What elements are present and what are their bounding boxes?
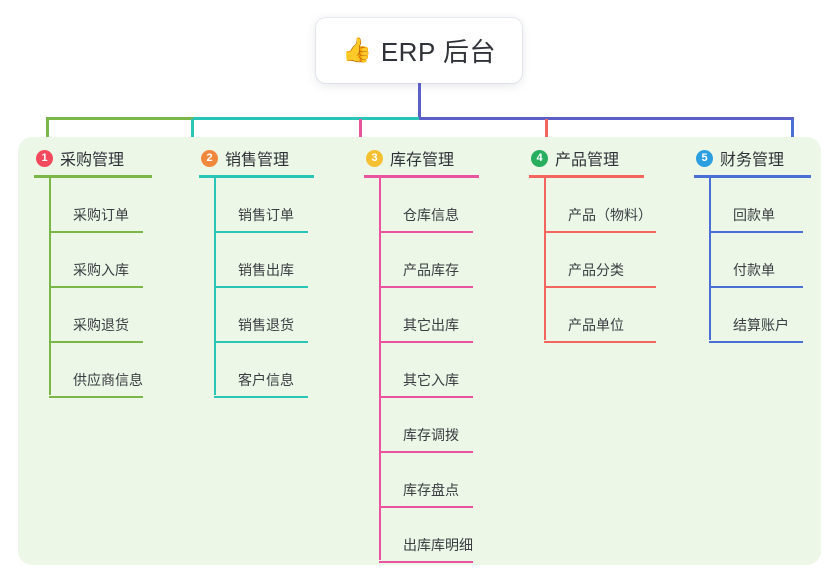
list-item-label: 库存调拨: [403, 427, 459, 443]
column-3: 3 库存管理仓库信息产品库存其它出库其它入库库存调拨库存盘点出库库明细: [357, 146, 479, 563]
branch-drop-3: [359, 119, 362, 144]
column-header-rule-5: [694, 175, 811, 178]
column-1: 1 采购管理采购订单采购入库采购退货供应商信息: [27, 146, 152, 398]
branch-drop-1: [46, 119, 49, 144]
list-item-rule: [379, 506, 473, 508]
list-item-rule: [49, 231, 143, 233]
list-item-label: 结算账户: [733, 317, 789, 333]
list-item-rule: [379, 286, 473, 288]
list-item-rule: [379, 396, 473, 398]
column-title-2: 销售管理: [225, 152, 290, 169]
column-header-3[interactable]: 3 库存管理: [357, 146, 454, 170]
column-header-1[interactable]: 1 采购管理: [27, 146, 124, 170]
list-item-label: 产品（物料）: [568, 207, 652, 223]
column-5: 5 财务管理回款单付款单结算账户: [687, 146, 811, 343]
column-title-4: 产品管理: [555, 152, 620, 169]
branch-drop-2: [191, 119, 194, 144]
list-item-label: 其它出库: [403, 317, 459, 333]
list-item-label: 其它入库: [403, 372, 459, 388]
column-title-5: 财务管理: [720, 152, 785, 169]
list-item-rule: [49, 341, 143, 343]
list-item-rule: [49, 396, 143, 398]
list-item-rule: [379, 561, 473, 563]
list-item-label: 产品库存: [403, 262, 459, 278]
list-item-rule: [379, 341, 473, 343]
branch-drop-5: [791, 119, 794, 144]
list-item-label: 销售出库: [238, 262, 294, 278]
column-spine-5: [709, 175, 711, 340]
column-badge-5: 5: [696, 149, 713, 167]
list-item-rule: [214, 286, 308, 288]
column-header-rule-4: [529, 175, 644, 178]
list-item-label: 仓库信息: [403, 207, 459, 223]
list-item-rule: [709, 341, 803, 343]
column-badge-1: 1: [36, 149, 53, 167]
list-item-label: 付款单: [733, 262, 775, 278]
list-item-rule: [709, 231, 803, 233]
bus-segment-2: [193, 117, 419, 120]
list-item-rule: [379, 451, 473, 453]
column-4: 4 产品管理产品（物料） 产品分类产品单位: [522, 146, 656, 343]
list-item-label: 库存盘点: [403, 482, 459, 498]
diagram-title-card: 👍 ERP 后台: [316, 18, 522, 83]
list-item-rule: [214, 341, 308, 343]
bus-segment-1: [46, 117, 193, 120]
list-item-rule: [709, 286, 803, 288]
list-item-label: 销售退货: [238, 317, 294, 333]
column-header-rule-2: [199, 175, 314, 178]
list-item-label: 产品分类: [568, 262, 624, 278]
bus-segment-3: [419, 117, 794, 120]
list-item-rule: [49, 286, 143, 288]
list-item-label: 出库库明细: [403, 537, 473, 553]
column-title-1: 采购管理: [60, 152, 125, 169]
column-badge-3: 3: [366, 149, 383, 167]
column-header-rule-1: [34, 175, 152, 178]
column-2: 2 销售管理销售订单销售出库销售退货客户信息: [192, 146, 314, 398]
list-item-rule: [379, 231, 473, 233]
diagram-title-inner: 👍 ERP 后台: [342, 32, 496, 69]
column-spine-4: [544, 175, 546, 340]
column-header-5[interactable]: 5 财务管理: [687, 146, 784, 170]
list-item-label: 销售订单: [238, 207, 294, 223]
sitemap-panel: [18, 137, 821, 565]
column-header-4[interactable]: 4 产品管理: [522, 146, 619, 170]
list-item-label: 采购订单: [73, 207, 129, 223]
column-title-3: 库存管理: [390, 152, 455, 169]
list-item-rule: [544, 341, 656, 343]
trunk-connector-line: [418, 83, 421, 118]
column-badge-4: 4: [531, 149, 548, 167]
column-badge-2: 2: [201, 149, 218, 167]
branch-drop-4: [545, 119, 548, 144]
page-title: ERP 后台: [380, 37, 497, 67]
list-item-label: 产品单位: [568, 317, 624, 333]
list-item-label: 客户信息: [238, 372, 294, 388]
list-item-rule: [544, 231, 656, 233]
column-spine-1: [49, 175, 51, 395]
list-item-label: 供应商信息: [73, 372, 143, 388]
column-header-rule-3: [364, 175, 479, 178]
list-item-rule: [214, 231, 308, 233]
column-spine-2: [214, 175, 216, 395]
list-item-rule: [214, 396, 308, 398]
list-item-label: 采购入库: [73, 262, 129, 278]
column-spine-3: [379, 175, 381, 560]
column-header-2[interactable]: 2 销售管理: [192, 146, 289, 170]
thumbs-up-icon: 👍: [341, 36, 372, 64]
list-item-label: 回款单: [733, 207, 775, 223]
list-item-rule: [544, 286, 656, 288]
list-item-label: 采购退货: [73, 317, 129, 333]
